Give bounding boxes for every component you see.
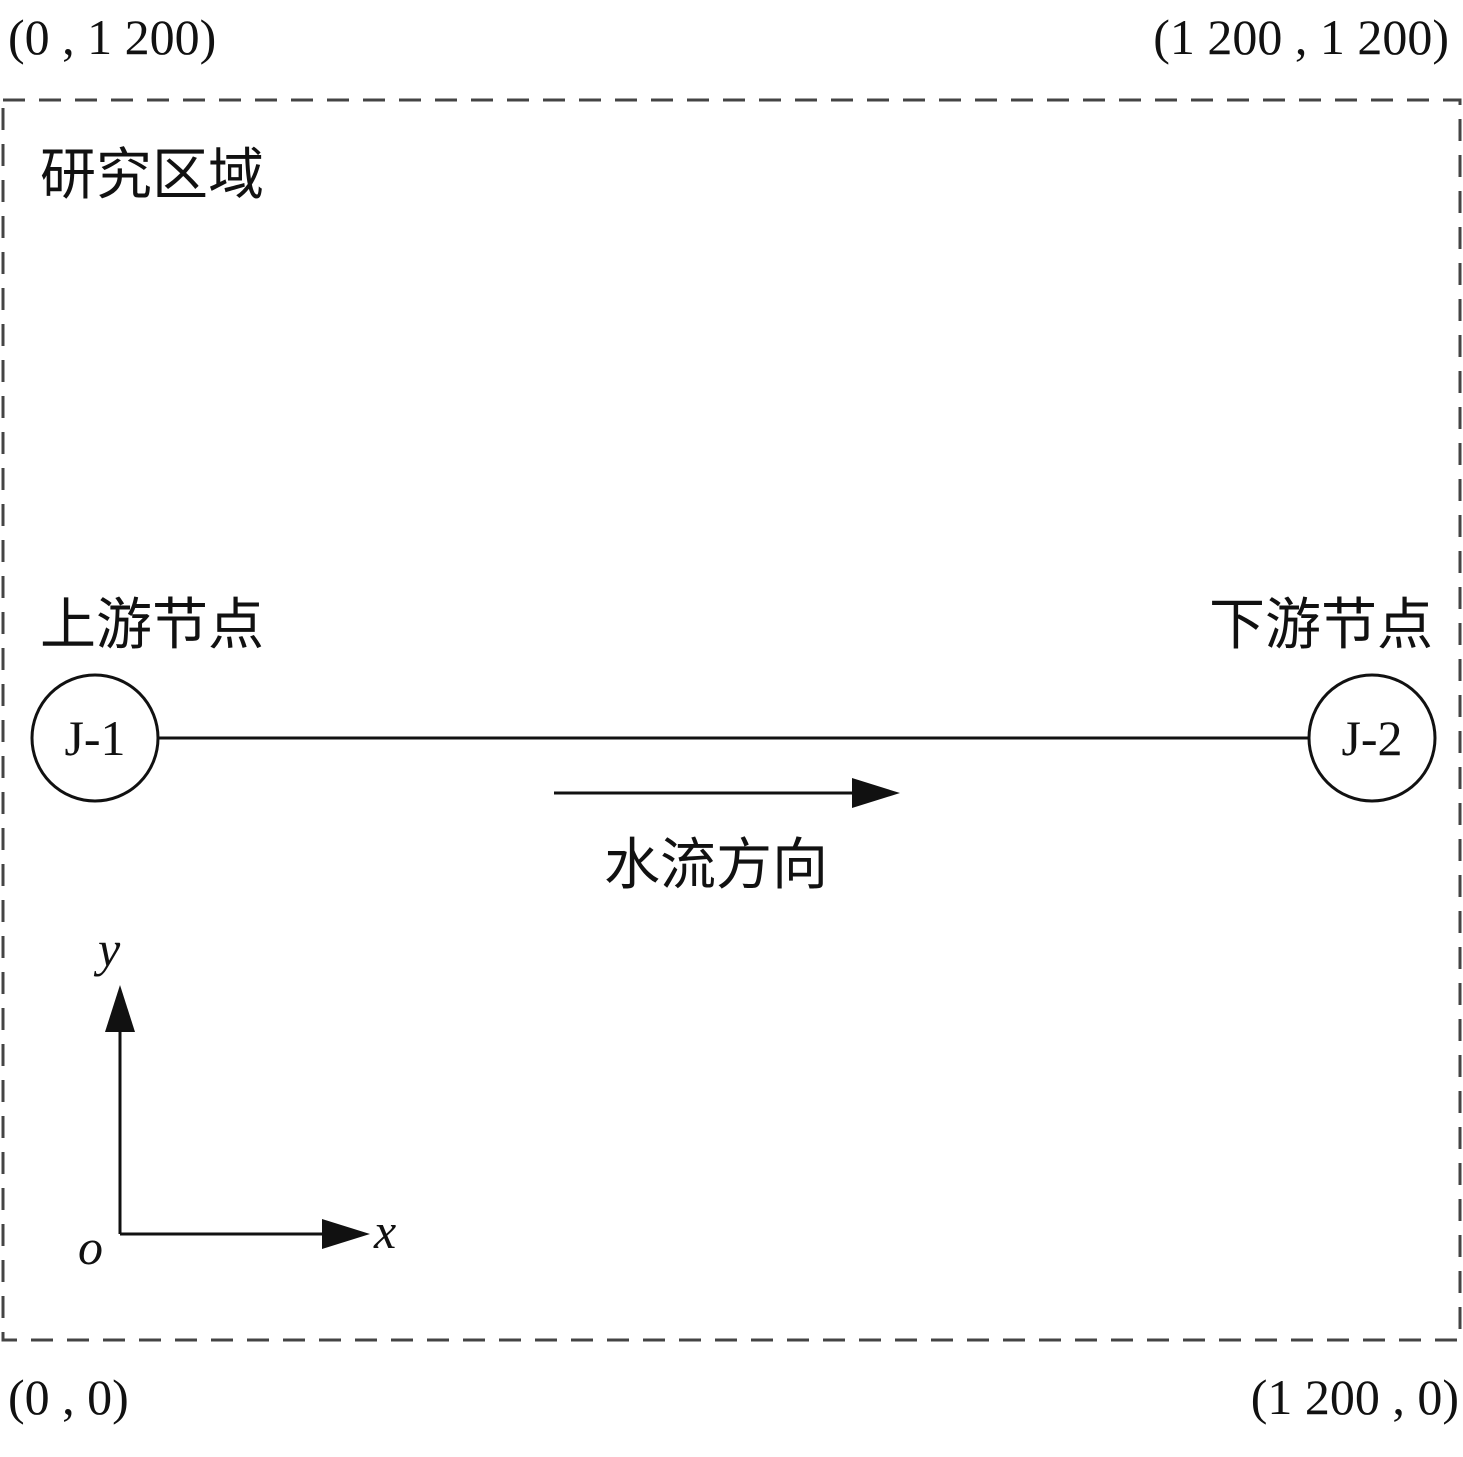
study-region-label: 研究区域 (40, 143, 264, 208)
downstream-node-circle (1307, 673, 1437, 803)
x-axis-arrow-head (322, 1219, 370, 1249)
upstream-node-label: 上游节点 (40, 593, 264, 658)
corner-top-left-coordinate: (0 , 1 200) (8, 9, 217, 65)
y-axis-label: y (98, 921, 121, 977)
upstream-node-id: J-1 (64, 710, 126, 766)
axis-origin-label: o (78, 1219, 103, 1275)
study-region-boundary (1, 98, 1462, 1342)
flow-direction-label: 水流方向 (604, 833, 828, 898)
x-axis-label: x (374, 1203, 397, 1259)
downstream-node-label: 下游节点 (1209, 593, 1433, 658)
flow-arrow-head (852, 778, 900, 808)
corner-bottom-right-coordinate: (1 200 , 0) (1250, 1369, 1459, 1425)
corner-top-right-coordinate: (1 200 , 1 200) (1153, 9, 1449, 65)
downstream-node-id: J-2 (1341, 710, 1403, 766)
upstream-node-circle (30, 673, 160, 803)
y-axis-arrow-head (105, 985, 135, 1032)
corner-bottom-left-coordinate: (0 , 0) (8, 1369, 129, 1425)
